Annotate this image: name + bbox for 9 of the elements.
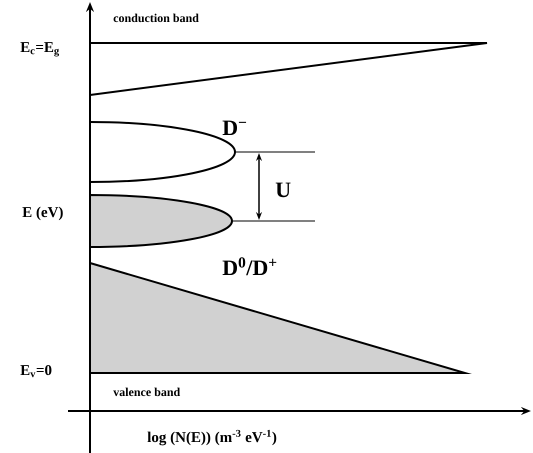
axis-label: E (eV) xyxy=(22,206,63,220)
level-label: D$^{0}$/D$^{+}$ xyxy=(222,257,276,276)
band-edge-label: E$_{v}$=0 xyxy=(20,365,52,378)
axis-label: log (N(E)) (m$^{-3}$ eV$^{-1}$) xyxy=(148,430,276,446)
band-label: conduction band xyxy=(114,14,199,22)
band-edge-label: E$_{c}$=E$_{g}$ xyxy=(20,42,60,56)
band-label: valence band xyxy=(113,388,180,396)
level-label: D$^{−}$ xyxy=(222,120,246,136)
dimension-label: U xyxy=(276,182,291,198)
